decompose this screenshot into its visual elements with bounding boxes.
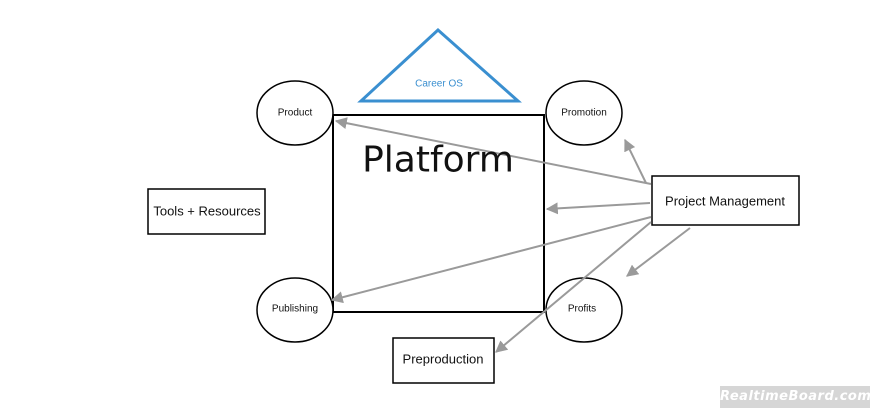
tools-label: Tools + Resources xyxy=(153,203,261,219)
career-os-triangle xyxy=(357,27,522,103)
publishing-circle xyxy=(256,277,334,343)
arrow-to-profits xyxy=(626,227,691,277)
project-management-label: Project Management xyxy=(665,193,785,209)
arrow-to-platform xyxy=(545,202,651,215)
preproduction-label: Preproduction xyxy=(402,351,484,367)
profits-label: Profits xyxy=(567,303,597,315)
platform-label: Platform xyxy=(362,139,514,181)
product-circle xyxy=(256,80,334,146)
promotion-label: Promotion xyxy=(561,107,607,119)
tools-box xyxy=(147,188,266,235)
arrow-to-publishing xyxy=(330,216,652,304)
arrow-to-product xyxy=(334,117,652,185)
platform-square xyxy=(332,114,545,313)
preproduction-box xyxy=(392,337,495,384)
career-os-label: Career OS xyxy=(415,78,463,90)
realtimeboard-watermark: RealtimeBoard.com xyxy=(720,386,871,408)
arrow-to-promotion xyxy=(624,138,647,184)
promotion-circle xyxy=(545,80,623,146)
arrow-to-preproduction xyxy=(495,221,652,353)
project-management-box xyxy=(651,175,800,226)
product-label: Product xyxy=(277,107,313,119)
publishing-label: Publishing xyxy=(271,303,319,315)
